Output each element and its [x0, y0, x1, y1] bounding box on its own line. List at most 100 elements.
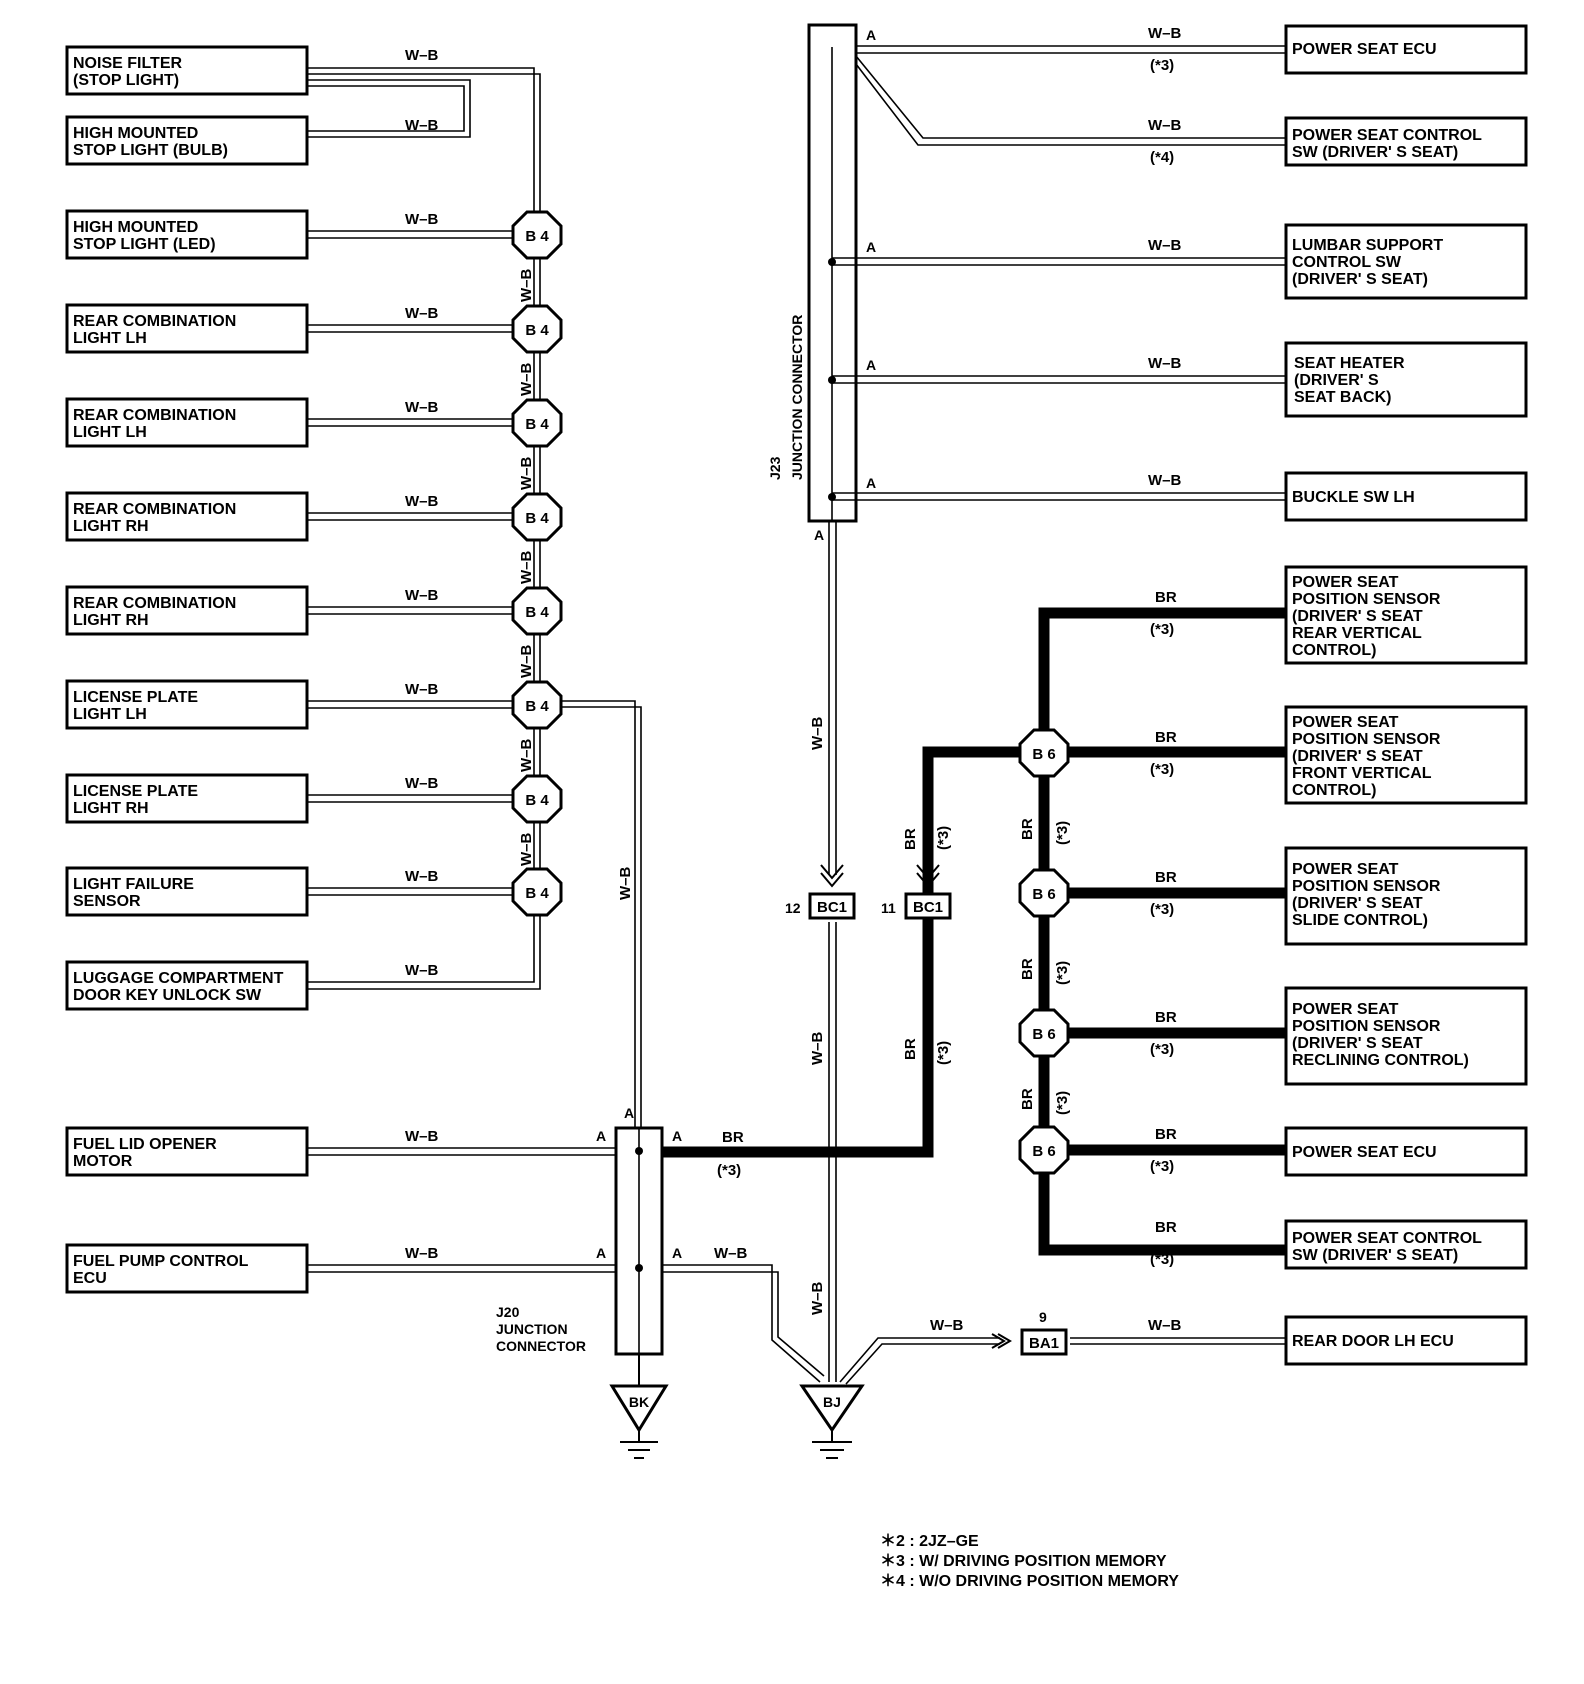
rear-comb-rh-2-label-1: REAR COMBINATION — [73, 595, 236, 612]
footnote-4: ＊4 : W/O DRIVING POSITION MEMORY — [880, 1573, 1179, 1590]
bc1-11-pin: 11 — [881, 900, 896, 916]
j20-dot-2 — [635, 1264, 643, 1272]
box-rear-comb-lh-2 — [65, 397, 309, 448]
b4-label-8: B 4 — [525, 885, 549, 902]
box-power-seat-sw-top — [1284, 116, 1528, 167]
rw-note-1: (*4) — [1150, 149, 1174, 166]
ba1-label: BA1 — [1029, 1335, 1059, 1352]
bc1-connector-12 — [808, 892, 856, 920]
j23-down-label: W–B — [809, 717, 826, 751]
j23-dot-1 — [828, 258, 836, 266]
j23-pin-3: A — [866, 357, 876, 373]
j23-pin-1: A — [866, 27, 876, 43]
br-bc1-note: (*3) — [935, 826, 952, 850]
footnote-2: ＊2 : 2JZ–GE — [880, 1533, 979, 1550]
j23-pin-4: A — [866, 475, 876, 491]
light-failure-label-1: LIGHT FAILURE — [73, 876, 194, 893]
bj-ba1-label: W–B — [930, 1317, 964, 1334]
j20-name-1: JUNCTION — [496, 1321, 568, 1337]
j20-pin-left-1: A — [596, 1128, 606, 1144]
high-mounted-led-label-1: HIGH MOUNTED — [73, 219, 198, 236]
box-lumbar — [1284, 223, 1528, 300]
j23-right-wires — [832, 45, 1286, 501]
rc-buckle-1: BUCKLE SW LH — [1292, 489, 1415, 506]
rc-reclining-2: POSITION SENSOR — [1292, 1018, 1441, 1035]
wire-license-rh — [307, 794, 518, 803]
b6-label-2: B 6 — [1032, 886, 1055, 903]
wire-j23-to-sw-a — [855, 55, 1286, 139]
luggage-sw-label-2: DOOR KEY UNLOCK SW — [73, 987, 262, 1004]
b4-node-5 — [511, 586, 563, 636]
br-bc1-lower-label: BR — [902, 1038, 919, 1060]
footnotes: ＊2 : 2JZ–GE ＊3 : W/ DRIVING POSITION MEM… — [880, 1532, 1179, 1592]
rw-note-6: (*3) — [1150, 761, 1174, 778]
b4-label-3: B 4 — [525, 416, 549, 433]
rw-label-7: BR — [1155, 869, 1177, 886]
bc1-12-arrow-1 — [820, 864, 844, 880]
ba1-connector — [1020, 1328, 1068, 1356]
wire-label-license-rh: W–B — [405, 775, 439, 792]
b4-node-4 — [511, 492, 563, 542]
rw-label-3: W–B — [1148, 355, 1182, 372]
box-rear-comb-rh-2 — [65, 585, 309, 636]
wire-luggage-b — [307, 893, 541, 990]
wire-ba1-to-ecu — [1070, 1337, 1286, 1345]
br-to-bc1-wire — [916, 746, 1025, 1000]
rc-heater-3: SEAT BACK) — [1294, 389, 1391, 406]
rc-rear-vert-3: (DRIVER' S SEAT — [1292, 608, 1423, 625]
box-fuel-pump — [65, 1243, 309, 1294]
wire-rear-lh-1 — [307, 324, 518, 333]
wire-noise-filter-b — [307, 73, 541, 234]
wire-label-led: W–B — [405, 211, 439, 228]
b6-v-br-2: BR — [1019, 958, 1036, 980]
trunk-label-4: W–B — [518, 551, 535, 585]
rc-front-vert-4: FRONT VERTICAL — [1292, 765, 1432, 782]
box-license-rh — [65, 773, 309, 824]
j20-pin-right-1: A — [672, 1128, 682, 1144]
b4-label-6: B 4 — [525, 698, 549, 715]
rw-note-10: (*3) — [1150, 1251, 1174, 1268]
j23-pin-bottom: A — [814, 527, 824, 543]
box-sensor-front-vert — [1284, 705, 1528, 805]
fuel-lid-label-1: FUEL LID OPENER — [73, 1136, 217, 1153]
b4-node-3 — [511, 398, 563, 448]
light-failure-label-2: SENSOR — [73, 893, 141, 910]
wire-b4-to-j20-b — [562, 706, 642, 1128]
j23-pin-2: A — [866, 239, 876, 255]
b4-node-6 — [511, 680, 563, 730]
trunk-vertical-labels: W–B W–B W–B W–B W–B W–B W–B W–B — [518, 269, 634, 901]
fuel-pump-label-1: FUEL PUMP CONTROL — [73, 1253, 249, 1270]
rw-label-0: W–B — [1148, 25, 1182, 42]
luggage-sw-label-1: LUGGAGE COMPARTMENT — [73, 970, 284, 987]
rc-front-vert-2: POSITION SENSOR — [1292, 731, 1441, 748]
wire-label-fuel-pump: W–B — [405, 1245, 439, 1262]
wire-label-fuel-lid: W–B — [405, 1128, 439, 1145]
b6-nodes — [1018, 728, 1070, 1175]
b4-label-7: B 4 — [525, 792, 549, 809]
b4-node-1 — [511, 210, 563, 260]
bj-label: BJ — [823, 1394, 841, 1410]
bc1-12-label: BC1 — [817, 899, 847, 916]
trunk-label-6: W–B — [518, 739, 535, 773]
wire-j20-wb-to-bj-a — [662, 1264, 821, 1383]
b6-label-1: B 6 — [1032, 746, 1055, 763]
ba1-pin: 9 — [1039, 1309, 1047, 1325]
license-rh-label-2: LIGHT RH — [73, 800, 149, 817]
box-power-seat-ecu-bottom — [1284, 1126, 1528, 1177]
b6-v-note-1: (*3) — [1054, 821, 1071, 845]
b6-node-labels: B 6 B 6 B 6 B 6 — [1032, 746, 1055, 1160]
b6-label-4: B 6 — [1032, 1143, 1055, 1160]
b6-v-note-2: (*3) — [1054, 961, 1071, 985]
wire-light-failure — [307, 887, 518, 896]
rc-lumbar-2: CONTROL SW — [1292, 254, 1402, 271]
wire-label-luggage: W–B — [405, 962, 439, 979]
rw-label-9: BR — [1155, 1126, 1177, 1143]
rw-note-5: (*3) — [1150, 621, 1174, 638]
b6-node-4 — [1018, 1125, 1070, 1175]
bk-ground-triangle — [609, 1384, 669, 1433]
trunk-label-3: W–B — [518, 457, 535, 491]
wire-noise-loop-a — [307, 79, 471, 138]
wire-j20-wb-to-bj-b — [662, 1271, 825, 1377]
left-component-labels: NOISE FILTER (STOP LIGHT) HIGH MOUNTED S… — [73, 55, 284, 1287]
b6-node-3 — [1018, 1008, 1070, 1058]
